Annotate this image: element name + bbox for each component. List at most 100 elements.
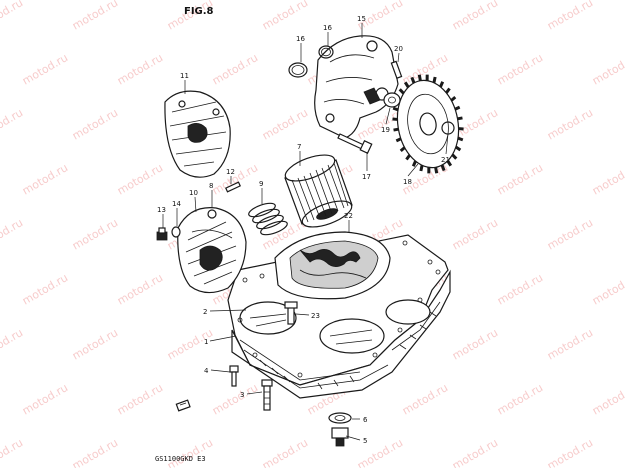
watermark-text: motod.ru xyxy=(210,51,260,87)
dowel-pin xyxy=(225,181,241,193)
callout-7: 7 xyxy=(297,143,301,151)
watermark-text: motod.ru xyxy=(115,161,165,197)
watermark-text: motod.ru xyxy=(0,436,25,468)
oil-strainer-gasket xyxy=(274,231,391,300)
gear-tooth xyxy=(419,164,424,172)
gear-tooth xyxy=(434,167,439,174)
gear-tooth xyxy=(451,153,458,160)
gear-tooth xyxy=(432,76,437,84)
gear-tooth xyxy=(457,116,463,121)
callout-8: 8 xyxy=(209,182,213,190)
watermark-text: motod.ru xyxy=(70,216,120,252)
pan-opening-right xyxy=(385,299,431,325)
gear-tooth xyxy=(450,96,457,102)
watermark-text: motod.ru xyxy=(0,106,25,142)
callout-2: 2 xyxy=(203,308,207,316)
o-ring-16b xyxy=(318,45,334,59)
oil-filter-element xyxy=(284,154,353,228)
watermark-text: motod.ru xyxy=(70,326,120,362)
gear-tooth xyxy=(392,106,399,112)
watermark-text: motod.ru xyxy=(450,216,500,252)
pin-20 xyxy=(390,60,403,79)
callout-1: 1 xyxy=(204,338,208,346)
watermark-text: motod.ru xyxy=(165,436,215,468)
gear-tooth xyxy=(439,81,445,88)
watermark-text: motod.ru xyxy=(0,326,25,362)
watermark-text: motod.ru xyxy=(495,51,545,87)
gear-tooth xyxy=(440,164,446,172)
bolt-23 xyxy=(284,301,298,325)
watermark-text: motod.ru xyxy=(260,436,310,468)
watermark-text: motod.ru xyxy=(545,326,595,362)
gear-tooth xyxy=(392,117,398,121)
callout-4: 4 xyxy=(204,367,209,375)
watermark-text: motod.ru xyxy=(400,381,450,417)
gear-tooth xyxy=(395,137,402,143)
bolt-17 xyxy=(337,133,373,155)
gear-tooth xyxy=(417,74,422,81)
drain-gasket-6 xyxy=(328,412,352,424)
watermark-text: motod.ru xyxy=(115,51,165,87)
oil-pump-gear xyxy=(392,74,464,174)
relief-spring xyxy=(248,202,288,236)
watermark-text: motod.ru xyxy=(450,326,500,362)
watermark-text: motod.ru xyxy=(545,436,595,468)
oil-pump-cover xyxy=(177,207,247,294)
callout-20: 20 xyxy=(394,45,403,53)
watermark-text: motod.ru xyxy=(590,51,625,87)
gear-tooth xyxy=(405,154,411,161)
leader-lines xyxy=(162,23,449,441)
watermark-text: motod.ru xyxy=(20,51,70,87)
watermark-text: motod.ru xyxy=(20,381,70,417)
gear-tooth xyxy=(410,76,416,84)
figure-title: FIG.8 xyxy=(184,6,214,17)
gear-tooth xyxy=(393,127,399,132)
callout-22: 22 xyxy=(344,212,353,220)
gear-tooth xyxy=(446,159,453,167)
callout-23: 23 xyxy=(311,312,320,320)
callout-13: 13 xyxy=(157,206,166,214)
watermark-text: motod.ru xyxy=(545,0,595,33)
callout-19: 19 xyxy=(381,126,390,134)
pan-opening-center xyxy=(319,318,385,354)
gear-tooth xyxy=(411,160,417,167)
callout-15: 15 xyxy=(357,15,366,23)
callout-11: 11 xyxy=(180,72,189,80)
watermark-text: motod.ru xyxy=(450,436,500,468)
callout-21: 21 xyxy=(441,156,450,164)
callout-16a: 16 xyxy=(296,35,305,43)
watermark-text: motod.ru xyxy=(0,0,25,33)
watermark-text: motod.ru xyxy=(590,381,625,417)
watermark-text: motod.ru xyxy=(115,271,165,307)
callout-3: 3 xyxy=(240,391,244,399)
watermark-text: motod.ru xyxy=(495,381,545,417)
gear-tooth xyxy=(458,127,464,131)
drain-plug-5 xyxy=(331,427,349,447)
callout-17: 17 xyxy=(362,173,371,181)
gear-tooth xyxy=(403,81,410,89)
watermark-text: motod.ru xyxy=(590,161,625,197)
figure-code: GS1100GKD E3 xyxy=(155,455,206,463)
watermark-text: motod.ru xyxy=(450,0,500,33)
watermark-text: motod.ru xyxy=(20,161,70,197)
callout-12: 12 xyxy=(226,168,235,176)
watermark-text: motod.ru xyxy=(115,381,165,417)
bolt-4 xyxy=(229,365,239,387)
callout-10: 10 xyxy=(189,189,198,197)
watermark-text: motod.ru xyxy=(70,436,120,468)
gear-tooth xyxy=(455,145,462,152)
gear-tooth xyxy=(425,74,429,81)
watermark-text: motod.ru xyxy=(20,271,70,307)
plug-13 xyxy=(156,227,168,241)
gear-tooth xyxy=(427,167,431,174)
watermark-text: motod.ru xyxy=(495,161,545,197)
gear-tooth xyxy=(399,146,406,152)
watermark-text: motod.ru xyxy=(545,106,595,142)
gear-tooth xyxy=(457,136,464,142)
callout-labels: 1 2 3 4 5 6 7 8 9 10 11 12 13 14 15 16 1… xyxy=(157,15,450,445)
watermark-text: motod.ru xyxy=(590,271,625,307)
watermark-text: motod.ru xyxy=(545,216,595,252)
